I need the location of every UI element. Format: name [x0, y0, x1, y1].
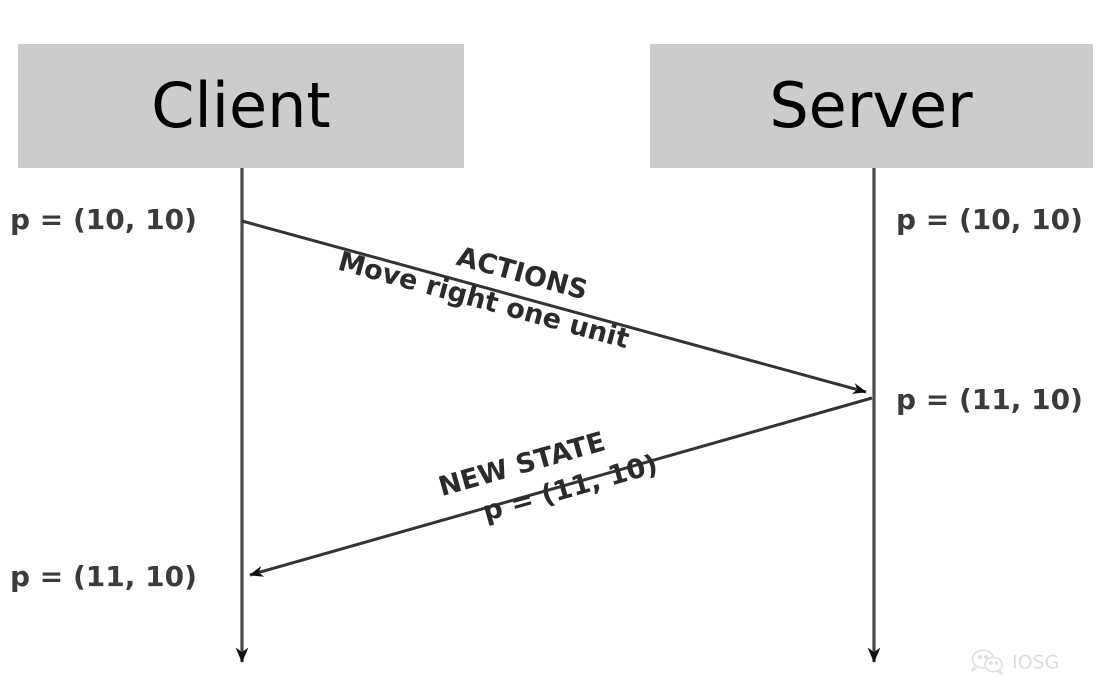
- state-label-client-new: p = (11, 10): [10, 560, 197, 593]
- message-arrow-actions: [241, 219, 867, 394]
- participant-box-client: [18, 44, 464, 168]
- state-label-server-new: p = (11, 10): [896, 383, 1083, 416]
- message-label-actions: ACTIONS Move right one unit: [335, 241, 633, 355]
- message-arrow-new-state: [249, 396, 873, 577]
- state-label-server-initial: p = (10, 10): [896, 203, 1083, 236]
- wechat-icon: [970, 649, 1004, 675]
- participant-box-server: [650, 44, 1093, 168]
- participant-label-server: Server: [769, 69, 973, 142]
- state-label-client-initial: p = (10, 10): [10, 203, 197, 236]
- message-label-new-state: NEW STATE p = (11, 10): [435, 426, 661, 527]
- watermark: IOSG: [970, 649, 1059, 675]
- watermark-label: IOSG: [1012, 652, 1059, 674]
- participant-label-client: Client: [151, 69, 331, 142]
